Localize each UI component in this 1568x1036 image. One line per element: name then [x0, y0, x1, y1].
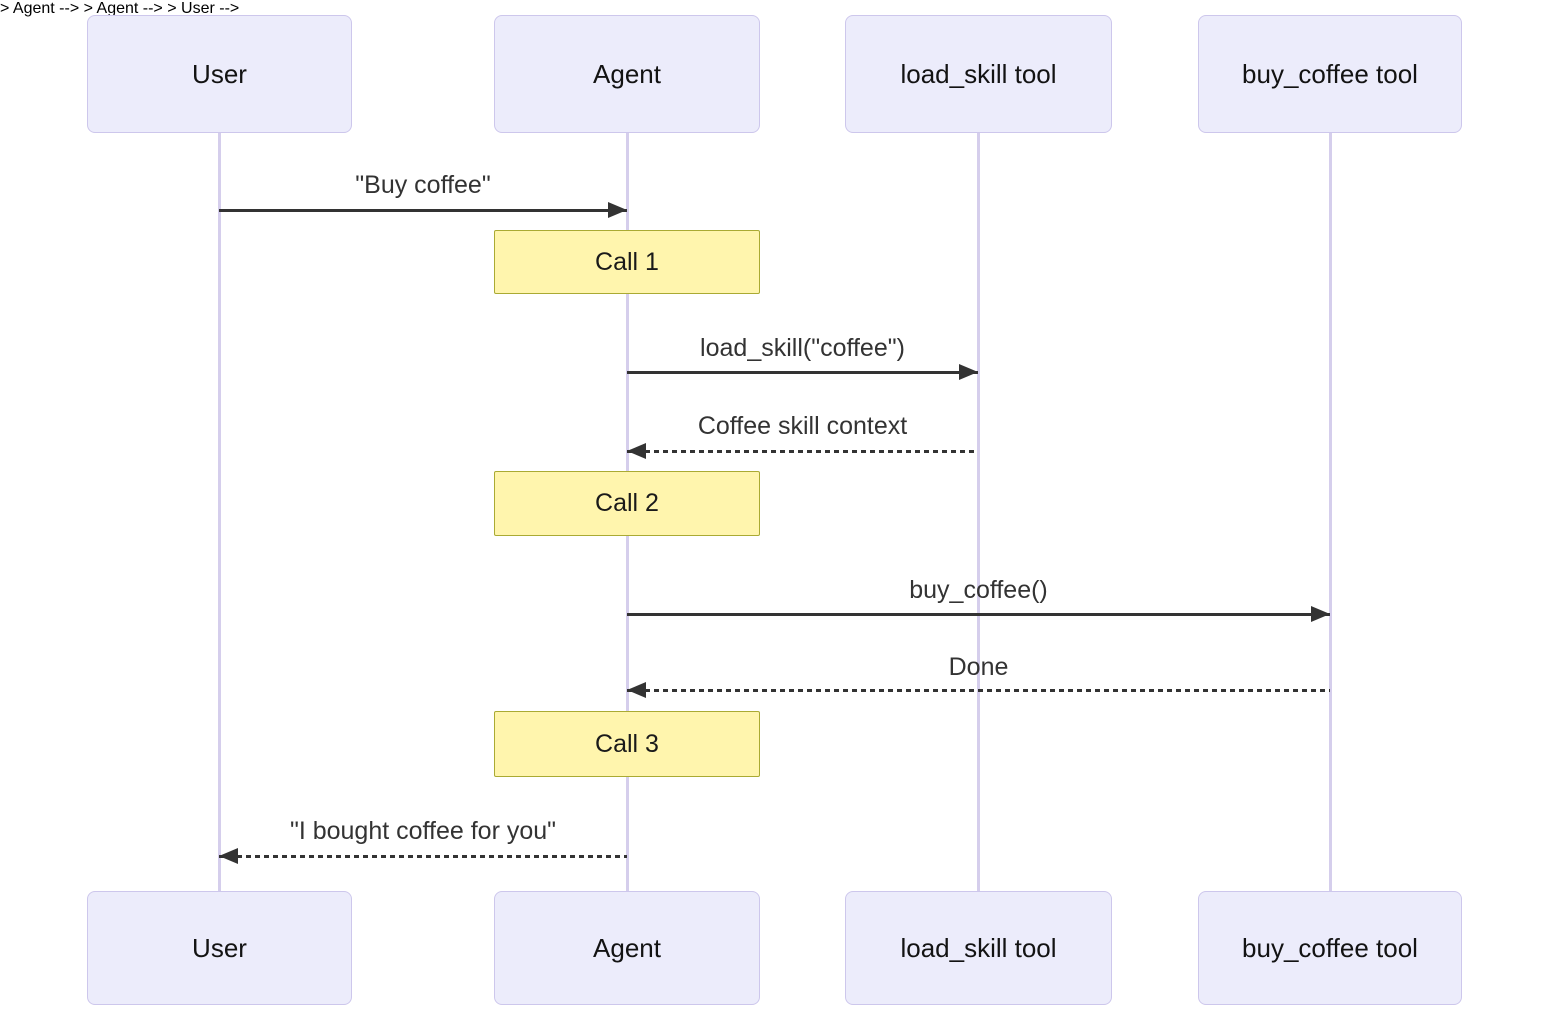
- arrow-line: [627, 371, 978, 374]
- note-call-3: Call 3: [494, 711, 760, 777]
- message-label-buy-coffee-call: buy_coffee(): [909, 576, 1048, 604]
- arrow-line: [627, 613, 1330, 616]
- actor-agent-bottom: Agent: [494, 891, 760, 1005]
- arrowhead-right-icon: [959, 364, 978, 380]
- actor-buy-coffee-top: buy_coffee tool: [1198, 15, 1462, 133]
- message-label-buy-coffee: "Buy coffee": [355, 171, 491, 199]
- arrowhead-right-icon: [1311, 606, 1330, 622]
- note-label: Call 2: [595, 489, 659, 517]
- arrowhead-left-icon: [627, 682, 646, 698]
- arrow-line: [627, 689, 1330, 692]
- arrowhead-left-icon: [219, 848, 238, 864]
- actor-user-top: User: [87, 15, 352, 133]
- actor-label: buy_coffee tool: [1242, 58, 1418, 89]
- arrowhead-right-icon: [608, 202, 627, 218]
- actor-label: User: [192, 58, 247, 89]
- actor-load-skill-top: load_skill tool: [845, 15, 1112, 133]
- arrowhead-left-icon: [627, 443, 646, 459]
- note-call-2: Call 2: [494, 471, 760, 536]
- note-call-1: Call 1: [494, 230, 760, 294]
- actor-user-bottom: User: [87, 891, 352, 1005]
- message-label-load-skill: load_skill("coffee"): [700, 334, 905, 362]
- actor-label: Agent: [593, 58, 661, 89]
- arrow-line: [219, 855, 627, 858]
- arrow-line: [627, 450, 978, 453]
- actor-load-skill-bottom: load_skill tool: [845, 891, 1112, 1005]
- lifeline-load-skill: [977, 132, 980, 892]
- actor-label: Agent: [593, 932, 661, 963]
- actor-agent-top: Agent: [494, 15, 760, 133]
- message-label-done: Done: [948, 653, 1009, 681]
- actor-label: load_skill tool: [900, 932, 1057, 963]
- actor-label: buy_coffee tool: [1242, 932, 1418, 963]
- note-label: Call 1: [595, 247, 659, 276]
- message-label-bought-coffee: "I bought coffee for you": [289, 817, 557, 845]
- actor-label: load_skill tool: [900, 58, 1057, 89]
- lifeline-buy-coffee: [1329, 132, 1332, 892]
- arrow-line: [219, 209, 627, 212]
- lifeline-user: [218, 132, 221, 892]
- actor-label: User: [192, 932, 247, 963]
- message-label-coffee-skill-context: Coffee skill context: [697, 412, 908, 440]
- note-label: Call 3: [595, 729, 659, 758]
- actor-buy-coffee-bottom: buy_coffee tool: [1198, 891, 1462, 1005]
